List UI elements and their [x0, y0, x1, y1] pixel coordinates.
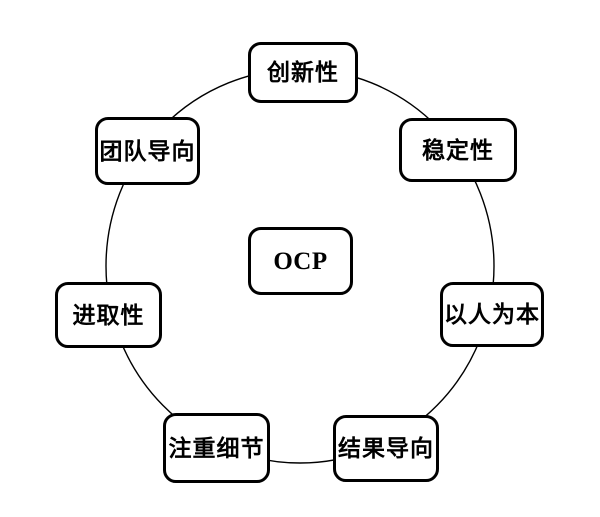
node-team-oriented: 团队导向 [95, 117, 200, 185]
node-detail-focus: 注重细节 [163, 413, 270, 483]
node-enterprising: 进取性 [55, 282, 162, 348]
node-stability-label: 稳定性 [422, 137, 494, 163]
node-detail-focus-label: 注重细节 [168, 435, 265, 461]
node-result-oriented: 结果导向 [333, 415, 439, 482]
node-people-oriented-label: 以人为本 [444, 302, 540, 327]
node-innovation: 创新性 [248, 42, 358, 103]
node-ocp-center-label: OCP [273, 247, 328, 275]
node-team-oriented-label: 团队导向 [99, 138, 196, 164]
node-enterprising-label: 进取性 [72, 302, 145, 328]
node-result-oriented-label: 结果导向 [338, 436, 434, 461]
node-people-oriented: 以人为本 [440, 282, 544, 347]
node-ocp-center: OCP [248, 227, 353, 295]
node-innovation-label: 创新性 [267, 60, 339, 85]
node-stability: 稳定性 [399, 118, 517, 182]
